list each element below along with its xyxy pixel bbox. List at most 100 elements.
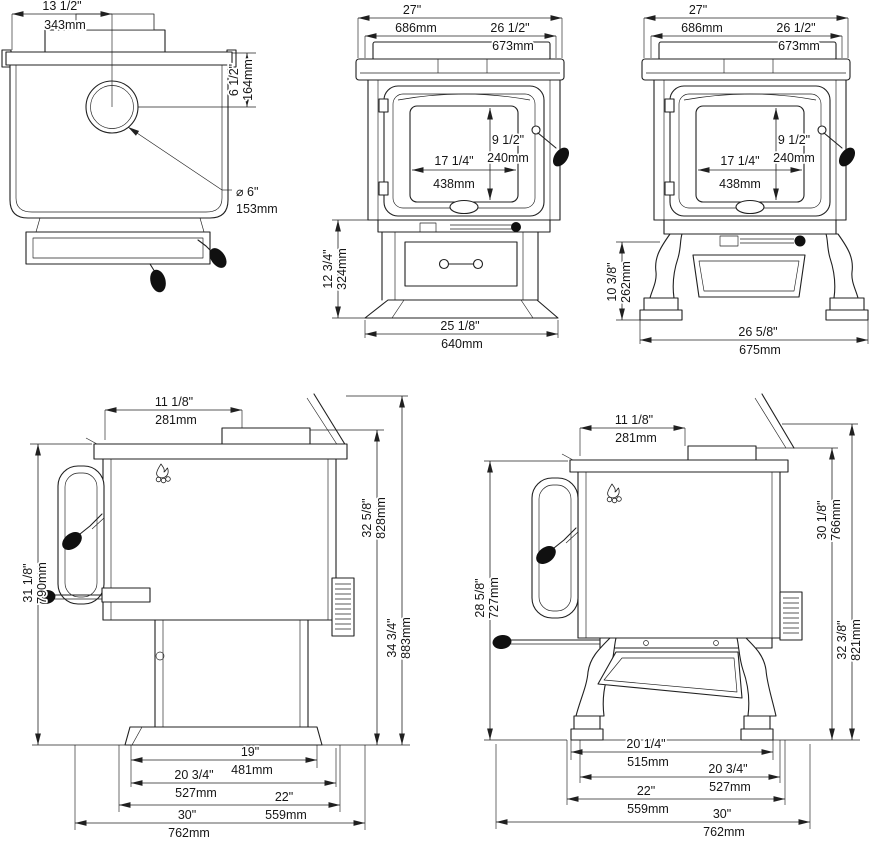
dim-collar-height: 32 5/8" 828mm [310,429,390,745]
fl-glass-height-in: 9 1/2" [778,133,810,147]
dim-glass-width: 17 1/4" 438mm [412,152,516,193]
view-side-legs: 11 1/8" 281mm 28 5/8" 727mm 30 1/8" 766m… [471,393,865,841]
fp-base-width-in: 25 1/8" [440,319,479,333]
flue-collar [221,427,311,445]
view-front-legs: 27" 686mm 26 1/2" 673mm 17 1/4" 438mm 9 … [603,1,869,359]
sl-rear-depth-in: 22" [637,784,655,798]
top-flue-diameter-mm: 153mm [236,202,278,216]
sp-overall-depth-in: 30" [178,808,196,822]
fp-overall-width-in: 27" [403,3,421,17]
dim-front-height: 28 5/8" 727mm [471,460,568,740]
sp-body-depth-in: 20 3/4" [174,768,213,782]
sl-overall-height-mm: 821mm [849,619,863,661]
back-shelf-inner [75,13,155,31]
sp-base-depth-in: 19" [241,745,259,759]
fp-top-width-mm: 673mm [492,39,534,53]
dim-overall-depth: 30" 762mm [495,744,811,841]
fl-top-width-mm: 673mm [778,39,820,53]
stove-top-plate [93,443,348,460]
fp-top-width-in: 26 1/2" [490,21,529,35]
dim-overall-width: 27" 686mm [357,1,563,58]
door-handle-knob [838,147,856,167]
fl-base-width-in: 26 5/8" [738,325,777,339]
damper-knob [511,222,521,232]
sl-body-depth-mm: 527mm [709,780,751,794]
apron [377,219,551,233]
dim-base-width: 25 1/8" 640mm [364,317,559,353]
sl-overall-depth-in: 30" [713,807,731,821]
foot [573,715,601,730]
fp-glass-width-in: 17 1/4" [434,154,473,168]
fl-base-width-mm: 675mm [739,343,781,357]
top-flue-from-back-in: 6 1/2" [227,64,241,96]
apron [599,637,773,649]
rear-vent [331,577,355,637]
dim-base-depth: 19" 481mm [130,743,318,787]
dim-overall-width: 27" 686mm [643,1,849,58]
sp-collar-height-in: 32 5/8" [360,498,374,537]
fl-glass-width-in: 17 1/4" [720,154,759,168]
dim-base-width: 26 5/8" 675mm [639,320,869,359]
drawer-handle [438,258,450,270]
rear-heat-shield [313,393,347,447]
fp-glass-height-mm: 240mm [487,151,529,165]
leg [736,637,777,717]
sl-overall-depth-mm: 762mm [703,825,745,839]
sp-overall-height-in: 34 3/4" [385,618,399,657]
foot [829,297,865,311]
dim-rear-depth: 22" 559mm [566,740,786,818]
flue-collar [687,445,757,461]
dim-front-height: 31 1/8" 790mm [19,443,92,745]
dim-overall-height: 34 3/4" 883mm [346,395,415,745]
top-flue-diameter-in: ⌀ 6" [236,185,258,199]
flame-logo [155,463,171,484]
front-legs-stove-outline [639,41,869,321]
leg [649,233,683,299]
fl-leg-height-in: 10 3/8" [605,262,619,301]
handle-rod [197,239,213,253]
damper-knob [492,634,512,650]
stove-top-plate [355,58,565,81]
dim-overall-depth: 30" 762mm [74,745,366,842]
hinge [664,98,675,113]
sp-front-height-in: 31 1/8" [21,563,35,602]
dim-body-depth: 20 3/4" 527mm [579,740,781,796]
stove-top-plate [641,58,851,81]
sl-leg-spread-in: 20 1/4" [626,737,665,751]
top-flue-from-left-mm: 343mm [44,18,86,32]
leg [825,233,859,299]
top-flue-from-left-in: 13 1/2" [42,0,81,13]
sp-flue-from-front-mm: 281mm [155,413,197,427]
fp-pedestal-height-mm: 324mm [335,248,349,290]
sp-rear-depth-mm: 559mm [265,808,307,822]
handle-rod [553,527,577,549]
sp-body-depth-mm: 527mm [175,786,217,800]
stove-top-plate [569,459,789,473]
dim-flue-from-left: 13 1/2" 343mm [11,0,113,107]
fl-top-width-in: 26 1/2" [776,21,815,35]
handle-rod [79,513,103,535]
pedestal-base [364,299,559,319]
dim-glass-height: 9 1/2" 240mm [771,108,817,200]
door-handle-knob [209,248,227,268]
sp-front-height-mm: 790mm [35,562,49,604]
fl-leg-height-mm: 262mm [619,261,633,303]
foot [743,715,771,730]
top-view-stove-outline [1,13,237,293]
door-medallion [449,199,479,215]
dim-flue-from-front: 11 1/8" 281mm [579,411,686,456]
sl-overall-height-in: 32 3/8" [835,620,849,659]
sl-flue-from-front-mm: 281mm [615,431,657,445]
flame-logo [606,483,622,504]
sl-leg-spread-mm: 515mm [627,755,669,769]
back-shelf [44,29,166,53]
sp-base-depth-mm: 481mm [231,763,273,777]
door-medallion [735,199,765,215]
foot-pad [740,728,774,741]
hinge [378,98,389,113]
side-legs-stove-outline [484,393,860,741]
fp-overall-width-mm: 686mm [395,21,437,35]
sl-body-depth-in: 20 3/4" [708,762,747,776]
foot-pad [570,728,604,741]
